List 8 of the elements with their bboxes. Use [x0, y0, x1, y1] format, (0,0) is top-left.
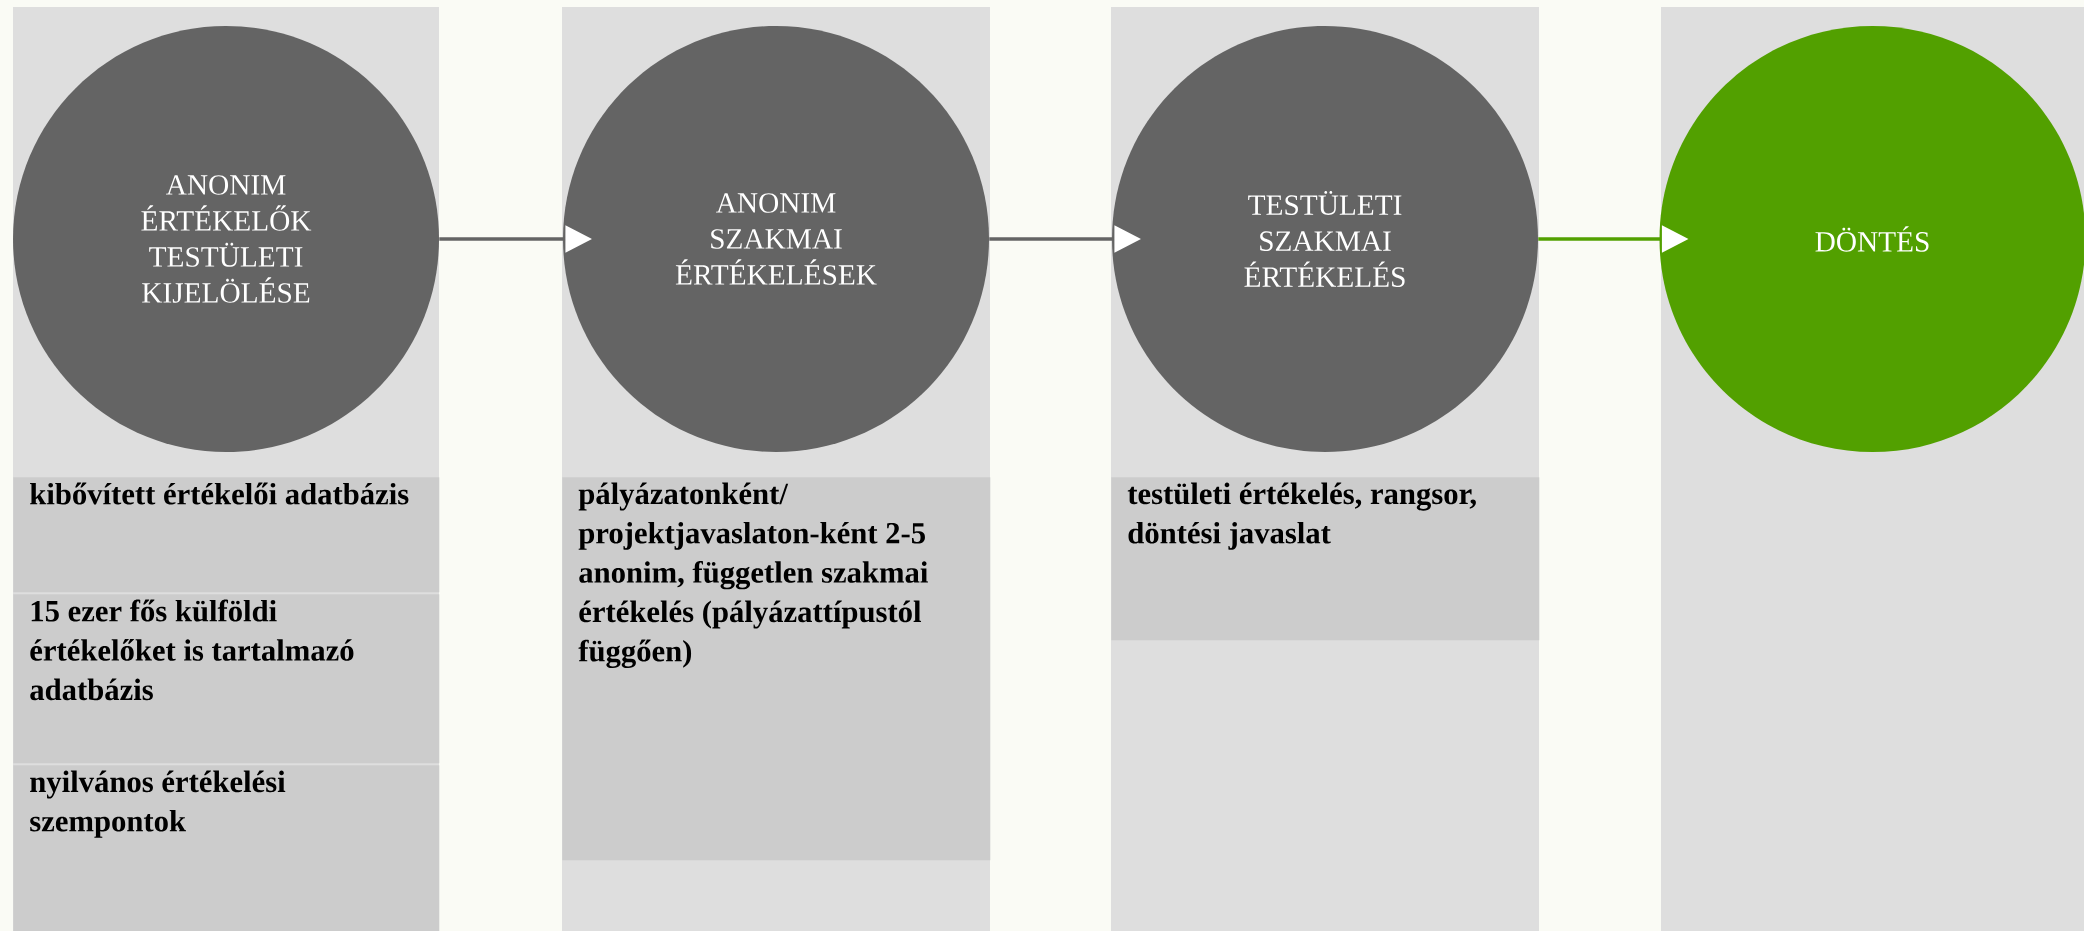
- text-box: nyilvános értékelési szempontok: [13, 765, 440, 931]
- text-box: pályázatonként/ projektjavaslaton-ként 2-5 anonim, független szakmai értékelés (pályázattípustól függően): [562, 477, 991, 861]
- node-label: 15 ezer fős külföldi értékelőket is tartalmazó adatbázis: [30, 599, 354, 701]
- text-box: 15 ezer fős külföldi értékelőket is tartalmazó adatbázis: [13, 594, 440, 764]
- text-box: testületi értékelés, rangsor, döntési javaslat: [1111, 477, 1540, 641]
- text-box: kibővített értékelői adatbázis: [13, 477, 440, 593]
- node-label: nyilvános értékelési szempontok: [30, 770, 286, 838]
- node-label: kibővített értékelői adatbázis: [30, 482, 409, 505]
